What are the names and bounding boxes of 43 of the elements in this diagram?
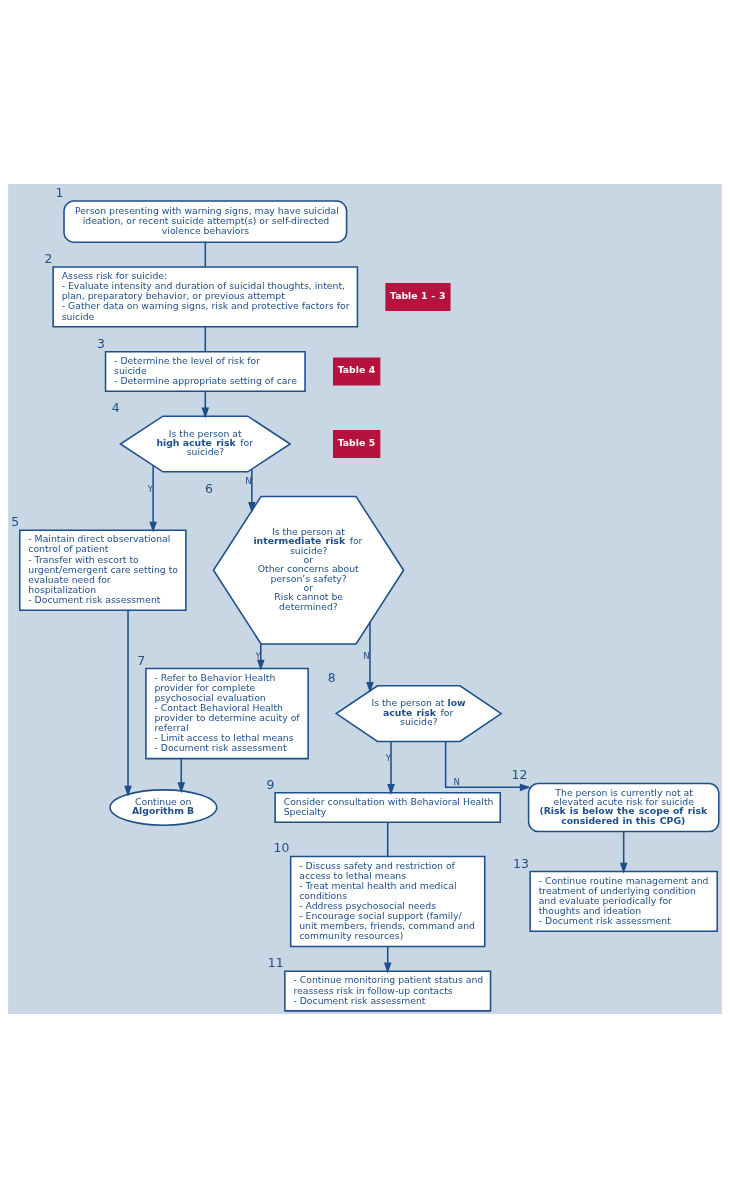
edge-label: N [453,776,460,787]
arrow [248,467,256,513]
connector [204,240,207,268]
arrow [124,608,132,797]
node-label: 2 [44,250,53,266]
node-box: Table 5 [333,429,381,458]
node-box: - Discuss safety and restriction of access to lethal means - Treat mental health and medical conditions - Address psychosocial needs - Encourage social support (family/ unit members, friends, command and community resources) [289,855,486,947]
edge-label: N [245,475,252,486]
node-label: 10 [273,839,290,855]
node-box: - Refer to Behavior Health provider for complete psychosocial evaluation - Contact Behavioral Health provider to determine acuity of referral - Limit access to lethal means - Document risk assessment [145,667,309,759]
node-label: 12 [511,766,528,782]
node-label: 9 [266,776,275,792]
node-label: 4 [111,399,120,415]
node-label: 13 [513,855,529,871]
arrow [444,740,531,791]
node-label: 1 [55,184,64,200]
node-box: Table 1 - 3 [385,282,451,311]
node-label: 3 [97,335,105,351]
node-box: Consider consultation with Behavioral Health Specialty [274,791,502,823]
node-box: - Continue routine management and treatment of underlying condition and evaluate periodically for thoughts and ideation - Document risk assessment [529,870,718,932]
connector [386,821,389,857]
edge-label: N [363,650,370,661]
node-box: Assess risk for suicide: - Evaluate intensity and duration of suicidal thoughts, intent, plan, preparatory behavior, or previous attempt - Gather data on warning signs, risk and protective factors for suicide [52,265,359,328]
node-box: Table 4 [333,357,381,385]
node-label: 6 [204,480,213,496]
edge-label: Y [385,752,391,763]
node-box: - Determine the level of risk for suicide - Determine appropriate setting of care [104,350,306,392]
arrow [619,830,628,874]
node-label: 7 [137,652,146,668]
arrow [366,621,374,693]
arrow [177,757,186,793]
node-box: - Maintain direct observational control of patient - Transfer with escort to urgent/emergent care setting to evaluate need for hospitalization - Document risk assessment [19,528,187,611]
node-label: 5 [11,513,20,529]
edge-label: Y [147,483,154,494]
node-box: The person is currently not at elevated acute risk for suicide (Risk is below the scope of risk considered in this CPG) [527,782,720,832]
node-label: 8 [327,669,336,685]
node-box: - Continue monitoring patient status and reassess risk in follow-up contacts - Document risk assessment [284,970,492,1012]
connector [204,325,207,352]
node-ellipse: Continue on Algorithm B [109,788,218,826]
node-box: Person presenting with warning signs, may have suicidal ideation, or recent suicide attempt(s) or self-directed violence behaviors [63,199,348,243]
node-label: 11 [267,954,284,970]
arrow [387,740,395,795]
arrow [149,464,157,533]
